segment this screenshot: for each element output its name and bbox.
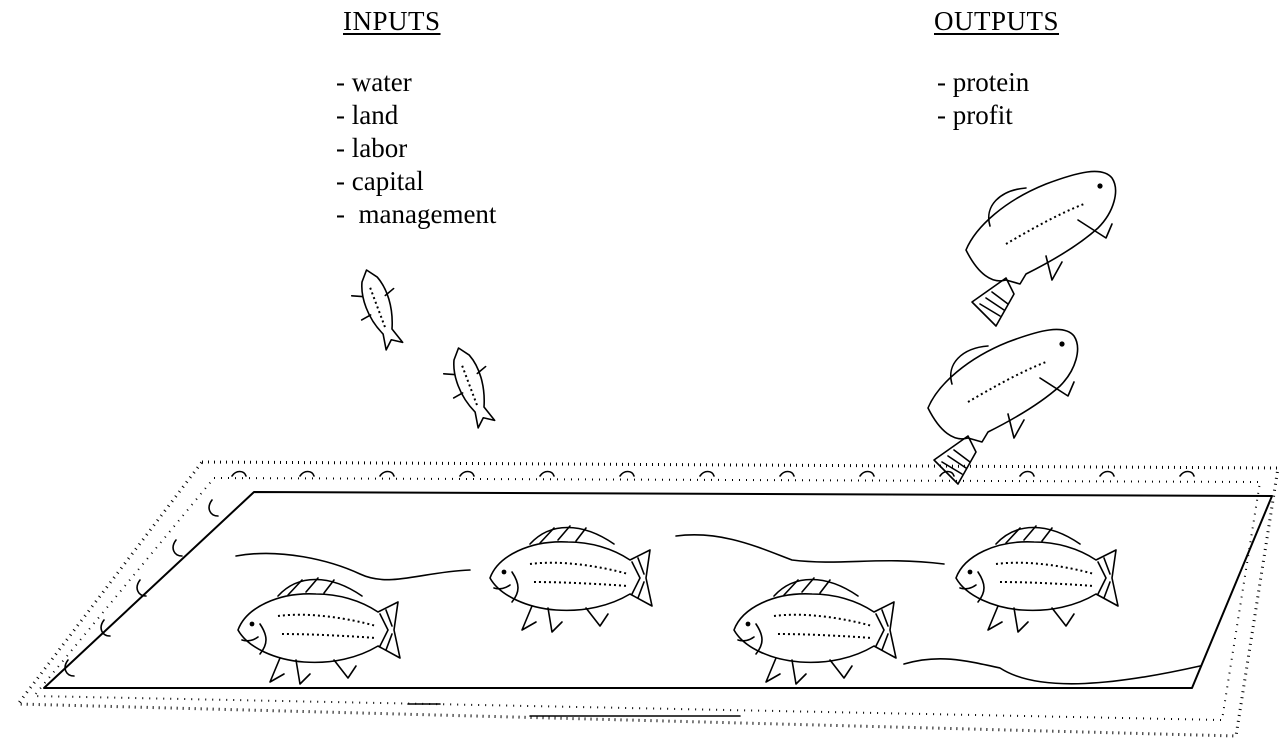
- fish-pond-illustration: [0, 0, 1285, 749]
